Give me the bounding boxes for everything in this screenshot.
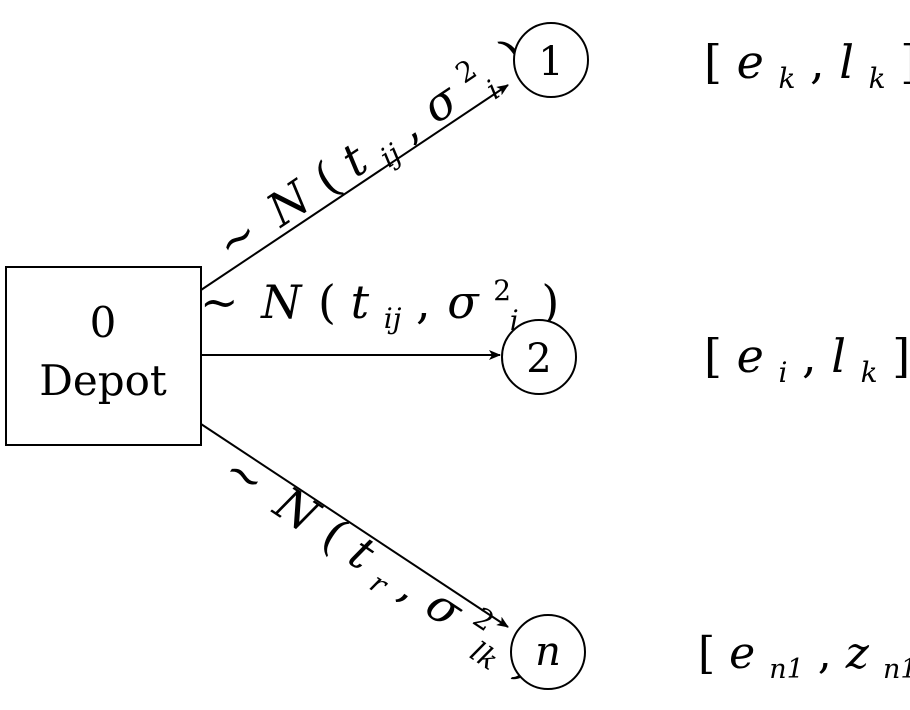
latest-subscript: k [861,356,878,389]
latest-symbol: l [839,35,854,89]
latest-symbol: l [831,329,846,383]
mean-symbol: t [351,275,370,329]
tilde-symbol: ~ [214,442,276,508]
open-bracket: [ [704,329,722,383]
sigma-symbol: σ [417,576,474,639]
sigma-superscript: 2 [450,53,483,90]
node-circle [510,614,586,690]
edge-depot-to-n [200,423,509,628]
open-paren: ( [318,275,336,329]
sigma-subscript: lk [464,635,504,677]
node-id: n [535,629,561,675]
svg-text:~ N ( t: ~ N ( t ij , σ 2 i ) [200,257,559,341]
tilde-symbol: ~ [200,275,239,329]
depot-box [5,266,202,446]
svg-text:~ N ( t: ~ N ( t ij , σ 2 i ) [196,12,542,281]
node-id: 2 [526,336,551,382]
normal-dist-symbol: N [256,169,322,238]
open-bracket: [ [704,35,722,89]
time-window-1: [ e k , l k ] [704,35,910,99]
node-id: 1 [538,39,563,85]
depot-node: 0 Depot [5,266,202,446]
depot-label: Depot [39,356,167,405]
sigma-superscript: 2 [467,601,500,638]
normal-dist-symbol: N [260,275,303,329]
mean-subscript: r [364,566,395,602]
comma: , [386,98,428,151]
node-circle [513,22,589,98]
close-bracket: ] [892,329,910,383]
close-bracket: ] [900,35,910,89]
sigma-superscript: 2 [493,274,511,307]
comma: , [416,275,431,329]
earliest-subscript: n1 [769,654,804,685]
time-window-2: [ e i , l k ] [704,329,910,393]
earliest-symbol: e [737,329,764,383]
edge-label-1: ~ N ( t ij , σ 2 i ) [196,12,542,281]
mean-subscript: ij [384,302,402,335]
tilde-symbol: ~ [206,205,268,271]
customer-node-2: 2 [501,319,577,395]
close-paren: ) [541,275,559,329]
time-window-n: [ e n1 , z n1 ] [698,628,910,689]
latest-symbol: z [845,628,870,679]
separator: , [810,35,839,89]
edge-label-n: ~ N ( t r , σ 2 lk ) [207,427,560,700]
earliest-subscript: i [778,356,787,389]
customer-node-n: n [510,614,586,690]
comma: , [391,559,433,612]
node-circle [501,319,577,395]
edge-label-2: ~ N ( t ij , σ 2 i ) [200,257,559,341]
latest-subscript: k [869,62,886,95]
separator: , [818,628,846,679]
depot-number: 0 [90,298,117,347]
mean-subscript: ij [374,137,407,174]
sigma-symbol: σ [447,275,480,329]
customer-node-1: 1 [513,22,589,98]
mean-symbol: t [331,132,377,187]
separator: , [802,329,831,383]
latest-subscript: n1 [883,654,910,685]
earliest-symbol: e [729,628,755,679]
earliest-symbol: e [737,35,764,89]
sigma-subscript: i [510,304,519,337]
edge-depot-to-1 [200,84,509,291]
normal-dist-symbol: N [264,475,330,544]
earliest-subscript: k [778,62,795,95]
open-bracket: [ [698,628,715,679]
svg-text:~ N ( t: ~ N ( t r , σ 2 lk ) [207,427,560,700]
